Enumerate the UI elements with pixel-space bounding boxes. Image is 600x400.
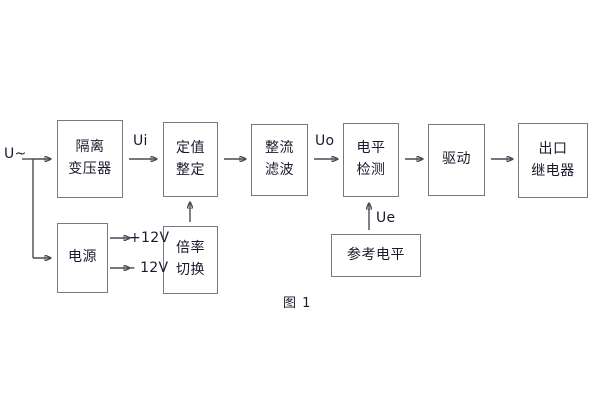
block-line: 电平 (356, 140, 386, 157)
block-isolation-transformer[interactable]: 隔离 变压器 (57, 120, 123, 198)
block-line: 定值 (176, 139, 205, 156)
block-drive[interactable]: 驱动 (428, 124, 485, 196)
block-line: 参考电平 (347, 246, 405, 263)
block-line: 出口 (538, 140, 568, 157)
label-uo: Uo (315, 133, 335, 149)
label-negative-12v: - 12V (130, 260, 169, 276)
block-line: 整定 (176, 161, 205, 178)
block-line: 电源 (68, 249, 97, 266)
block-line: 继电器 (531, 162, 575, 179)
block-rectifier-filter[interactable]: 整流 滤波 (251, 124, 308, 196)
block-multiplier-switch[interactable]: 倍率 切换 (163, 226, 218, 294)
block-setting-value[interactable]: 定值 整定 (163, 122, 218, 197)
label-ue: Ue (376, 210, 396, 226)
label-ui: Ui (133, 133, 148, 149)
block-power-supply[interactable]: 电源 (57, 223, 108, 293)
block-line: 切换 (176, 262, 205, 278)
block-level-detection[interactable]: 电平 检测 (343, 123, 399, 197)
block-line: 驱动 (442, 151, 471, 168)
block-output-relay[interactable]: 出口 继电器 (518, 123, 588, 198)
figure-caption: 图 1 (283, 296, 312, 311)
block-line: 滤波 (265, 162, 294, 178)
block-line: 隔离 (75, 139, 105, 156)
label-positive-12v: +12V (129, 230, 170, 246)
block-reference-level[interactable]: 参考电平 (331, 234, 421, 277)
block-line: 变压器 (68, 161, 112, 177)
block-line: 倍率 (176, 240, 205, 257)
label-input-voltage: U~ (4, 146, 27, 162)
block-line: 整流 (265, 140, 294, 157)
block-line: 检测 (356, 162, 386, 178)
